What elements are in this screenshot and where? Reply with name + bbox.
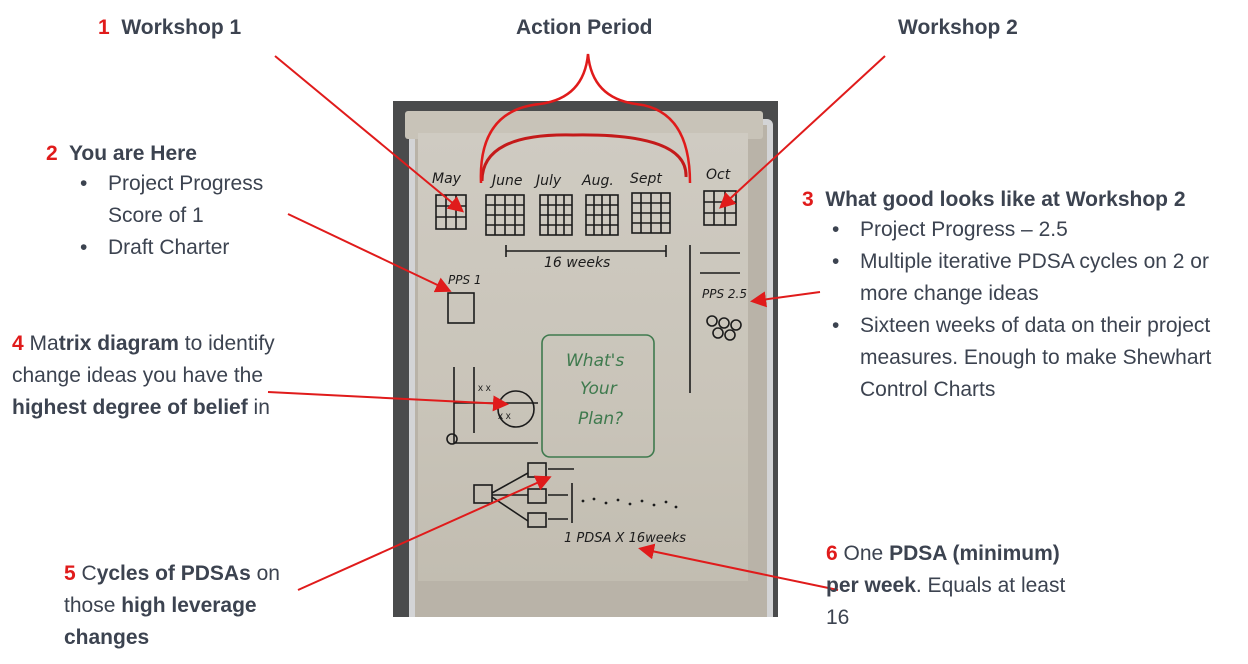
label-matrix-diagram: 4 Matrix diagram to identify change idea… [12, 328, 282, 424]
cycles-text-2: ycles of PDSAs [96, 562, 251, 585]
matrix-text-3: to identify change ideas you have the [12, 332, 275, 387]
flipchart-paper: May June July Aug. Sept Oct [418, 133, 748, 581]
board-sketches: x x x x [435, 133, 742, 528]
label-cycles-of-pdsas: 5 Cycles of PDSAs on those high leverage… [64, 558, 314, 654]
good-bullet-3: Sixteen weeks of data on their project m… [826, 310, 1226, 406]
arrow-workshop1 [274, 55, 465, 213]
good-bullet-1: Project Progress – 2.5 [826, 214, 1226, 246]
one-text-1: One [843, 542, 890, 565]
month-june: June [492, 173, 523, 189]
here-bullet-2: Draft Charter [74, 232, 294, 264]
weeks-label: 16 weeks [544, 255, 611, 271]
label-workshop1-num: 1 [98, 16, 110, 39]
pps25-label: PPS 2.5 [702, 287, 747, 301]
month-may: May [432, 171, 461, 187]
label-workshop1: 1 Workshop 1 [98, 16, 241, 40]
plan-text-3: Plan? [578, 409, 624, 429]
pps1-label: PPS 1 [448, 273, 482, 287]
month-oct: Oct [706, 167, 731, 183]
cycles-text-4: high leverage changes [64, 594, 257, 649]
cycles-text-3: on those [64, 562, 280, 617]
flipchart-photo: May June July Aug. Sept Oct [393, 101, 778, 617]
label-matrix-num: 4 [12, 332, 24, 355]
matrix-text-4: highest degree of belief [12, 396, 248, 419]
action-period-brace [479, 53, 692, 184]
label-good-num: 3 [802, 188, 814, 211]
month-july: July [536, 173, 562, 189]
label-cycles-num: 5 [64, 562, 76, 585]
label-action-period: Action Period [516, 16, 653, 39]
plan-text-1: What's [566, 351, 625, 371]
arrow-matrix [267, 391, 509, 412]
label-what-good-looks-like: 3 What good looks like at Workshop 2 Pro… [802, 188, 1242, 406]
matrix-text-5: in [247, 396, 270, 419]
plan-text-2: Your [580, 379, 617, 399]
matrix-text-1: Ma [29, 332, 59, 355]
label-one-pdsa: 6 One PDSA (minimum) per week. Equals at… [826, 538, 1086, 634]
label-workshop2: Workshop 2 [898, 16, 1018, 39]
one-text-3: . Equals at least 16 [826, 574, 1066, 629]
month-aug: Aug. [582, 173, 614, 189]
pdsa-label: 1 PDSA X 16weeks [564, 531, 687, 546]
arrow-good [750, 291, 821, 308]
arrow-cycles [297, 475, 552, 591]
label-one-num: 6 [826, 542, 838, 565]
arrow-here [287, 213, 452, 293]
label-here-num: 2 [46, 142, 58, 165]
svg-text:x x: x x [478, 383, 491, 394]
month-sept: Sept [630, 171, 662, 187]
arrow-workshop2 [719, 55, 886, 209]
cycles-text-1: C [81, 562, 97, 585]
label-workshop1-title: Workshop 1 [121, 16, 242, 39]
label-you-are-here: 2 You are Here Project Progress Score of… [46, 142, 306, 264]
label-here-title: You are Here [68, 142, 197, 165]
good-bullet-2: Multiple iterative PDSA cycles on 2 or m… [826, 246, 1226, 310]
svg-text:x x: x x [498, 411, 511, 422]
arrow-one [638, 543, 839, 591]
matrix-text-2: trix diagram [58, 332, 179, 355]
one-text-2: PDSA (minimum) per week [826, 542, 1060, 597]
label-good-title: What good looks like at Workshop 2 [825, 188, 1186, 211]
here-bullet-1: Project Progress Score of 1 [74, 168, 294, 232]
